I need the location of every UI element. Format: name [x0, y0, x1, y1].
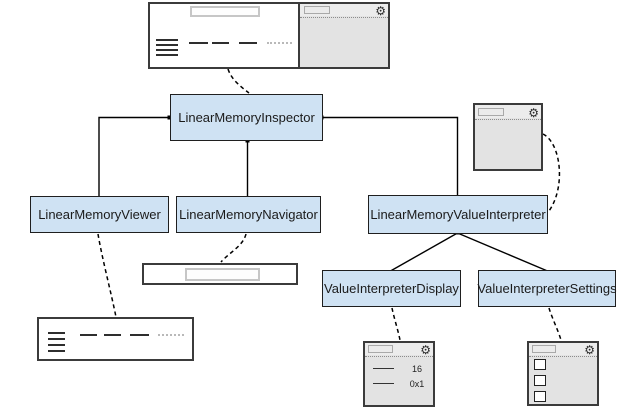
panel-input-mock: [368, 345, 393, 353]
panel-separator: [475, 119, 541, 120]
dashed-link-display-to-ui: [391, 307, 401, 341]
byte-dash-glyph: [189, 42, 208, 44]
dashed-link-viewer-to-ui: [97, 233, 117, 318]
gear-icon: ⚙: [375, 4, 386, 18]
edge-interpreter-settings: [457, 232, 548, 272]
edge-inspector-interpreter: [322, 116, 459, 196]
wireframe-navigator-bar: [142, 263, 298, 285]
byte-dash-glyph: [80, 334, 97, 336]
edge-inspector-viewer: [98, 116, 170, 197]
ascii-dots-glyph: [267, 42, 292, 44]
panel-input-mock: [532, 345, 556, 353]
dashed-link-settings-to-ui: [548, 307, 562, 341]
address-input-mock: [190, 6, 260, 17]
wireframe-inspector-ui: ⚙: [148, 2, 390, 69]
wireframe-memory-view-area: [150, 4, 298, 67]
wireframe-settings-checkboxes: ⚙: [527, 341, 599, 406]
panel-input-mock: [478, 108, 504, 116]
checkbox-mock: [534, 391, 546, 402]
value-label-glyph: [373, 368, 394, 369]
panel-separator: [365, 356, 433, 357]
gear-icon: ⚙: [420, 343, 431, 357]
dashed-link-ui-to-interpreter: [542, 133, 561, 212]
gear-icon: ⚙: [584, 343, 595, 357]
value-text: 16: [411, 364, 422, 374]
node-linear-memory-inspector: LinearMemoryInspector: [170, 94, 323, 141]
wireframe-body: ⚙: [529, 343, 597, 404]
wireframe-body: ⚙: [475, 105, 541, 169]
byte-dash-glyph: [130, 334, 149, 336]
dashed-link-navigator-to-ui: [220, 233, 247, 263]
value-text: 0x1: [409, 379, 425, 389]
checkbox-mock: [534, 375, 546, 386]
memory-rows-glyph: [156, 39, 178, 59]
edge-anchor-inspector-left: [167, 115, 172, 120]
node-value-interpreter-settings: ValueInterpreterSettings: [477, 270, 617, 307]
checkbox-mock: [534, 359, 546, 370]
memory-rows-glyph: [48, 332, 65, 355]
wireframe-interpreter-panel: ⚙: [298, 4, 388, 67]
panel-separator: [300, 17, 388, 18]
node-linear-memory-navigator: LinearMemoryNavigator: [176, 196, 321, 233]
edge-interpreter-display: [390, 232, 458, 272]
panel-separator: [529, 356, 597, 357]
wireframe-viewer-rows: [37, 317, 194, 361]
panel-input-mock: [304, 6, 330, 14]
gear-icon: ⚙: [528, 106, 539, 120]
ascii-dots-glyph: [158, 334, 184, 336]
node-linear-memory-viewer: LinearMemoryViewer: [30, 196, 169, 233]
node-linear-memory-value-interpreter: LinearMemoryValueInterpreter: [368, 195, 548, 234]
byte-dash-glyph: [239, 42, 257, 44]
byte-dash-glyph: [104, 334, 121, 336]
navigator-input-mock: [185, 268, 260, 281]
dashed-link-ui-to-inspector: [227, 68, 250, 94]
value-label-glyph: [373, 383, 394, 384]
node-value-interpreter-display: ValueInterpreterDisplay: [322, 270, 461, 307]
wireframe-body: ⚙ 16 0x1: [365, 343, 433, 405]
wireframe-interpreter-pane: ⚙: [473, 103, 543, 171]
byte-dash-glyph: [212, 42, 229, 44]
wireframe-display-values: ⚙ 16 0x1: [363, 341, 435, 407]
